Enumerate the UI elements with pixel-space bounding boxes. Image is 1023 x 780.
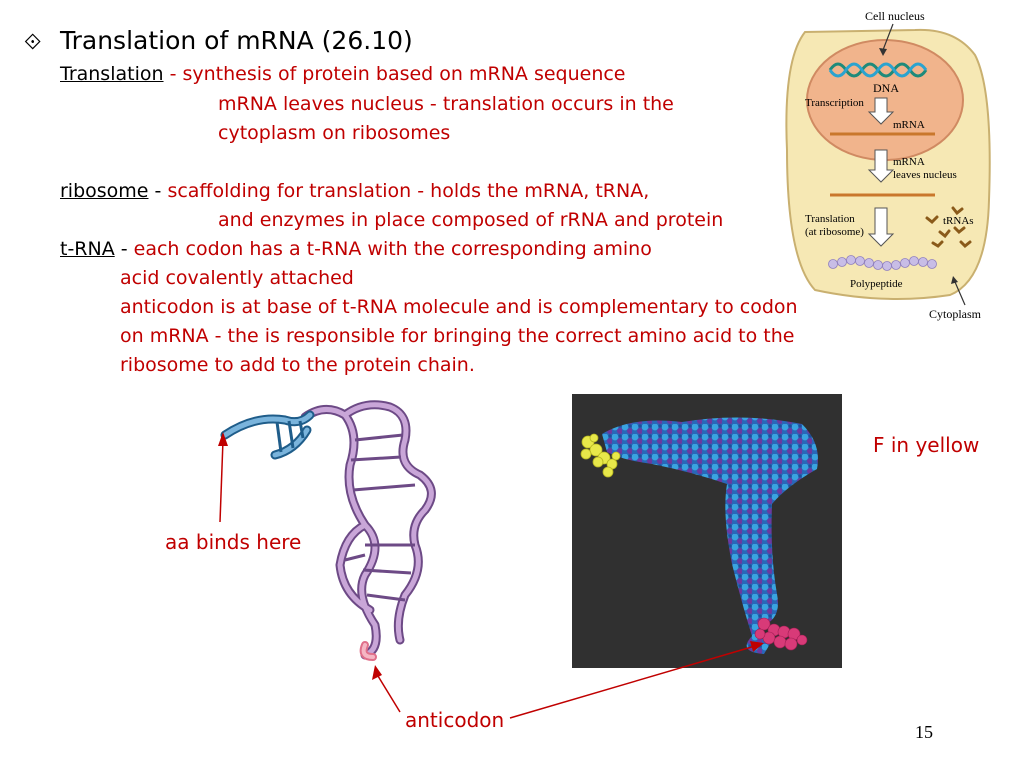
- caption-anticodon: anticodon: [405, 708, 505, 732]
- translation-sep: -: [163, 63, 183, 85]
- trna-sep: -: [114, 238, 134, 260]
- diamond-bullet-icon: ⟐: [24, 30, 42, 55]
- trna-body-blue: [602, 417, 818, 654]
- label-cell-nucleus: Cell nucleus: [865, 9, 925, 23]
- label-translation-2: (at ribosome): [805, 226, 864, 238]
- label-transcription: Transcription: [805, 97, 864, 109]
- trna-rungs: [344, 433, 416, 602]
- trna-def-1: each codon has a t-RNA with the correspo…: [133, 238, 652, 260]
- ribosome-term: ribosome: [60, 180, 149, 202]
- trna-blue-rungs: [275, 420, 305, 453]
- arrowhead-nucleus-icon: [879, 48, 887, 56]
- polypeptide-beads-icon: [828, 255, 937, 271]
- ribosome-line: ribosome - scaffolding for translation -…: [60, 180, 649, 202]
- trna-term: t-RNA: [60, 238, 115, 260]
- label-mrna-leaves-2: leaves nucleus: [893, 169, 957, 181]
- arrow-to-acceptor: [219, 439, 224, 523]
- label-mrna-leaves-1: mRNA: [893, 156, 925, 168]
- trna-def-3: anticodon is at base of t-RNA molecule a…: [120, 296, 798, 318]
- slide-title: Translation of mRNA (26.10): [60, 26, 413, 55]
- caption-aa-binds: aa binds here: [165, 530, 302, 554]
- trna-molecule-image: [580, 417, 818, 654]
- trna-def-2: acid covalently attached: [120, 267, 354, 289]
- label-trnas: tRNAs: [943, 215, 974, 227]
- trna-space-filling-model: [572, 394, 842, 668]
- label-mrna-in: mRNA: [893, 119, 925, 131]
- anticodon-loop-fill: [361, 643, 375, 659]
- arrow-to-anticodon-right: [509, 645, 756, 719]
- trna-line: t-RNA - each codon has a t-RNA with the …: [60, 238, 652, 260]
- cell-diagram: Cell nucleus DNA Transcription mRNA mRNA…: [785, 9, 991, 321]
- ribosome-def-2: and enzymes in place composed of rRNA an…: [218, 209, 724, 231]
- arrow-to-anticodon-left: [377, 675, 401, 713]
- label-translation-1: Translation: [805, 213, 855, 225]
- ribosome-sep: -: [148, 180, 168, 202]
- dna-helix-icon: [828, 62, 928, 78]
- arrowhead-anticodon-left-icon: [372, 665, 382, 680]
- trna-purple-fill: [302, 402, 434, 658]
- trna-acceptor-blue: [220, 410, 315, 460]
- arrow-export-icon: [867, 149, 895, 183]
- trna-marks-icon: [925, 206, 972, 249]
- phenylalanine-yellow: [580, 433, 621, 478]
- arrowhead-cytoplasm-icon: [951, 276, 958, 284]
- anticodon-magenta: [754, 617, 808, 651]
- arrow-transcription-icon: [867, 97, 895, 125]
- arrow-cytoplasm: [954, 281, 966, 306]
- arrowhead-anticodon-right-icon: [750, 641, 764, 652]
- translation-line: Translation - synthesis of protein based…: [60, 63, 626, 85]
- ribosome-def-1: scaffolding for translation - holds the …: [167, 180, 650, 202]
- page-number: 15: [915, 722, 933, 742]
- label-dna: DNA: [873, 81, 899, 95]
- translation-def-3: cytoplasm on ribosomes: [218, 122, 451, 144]
- arrow-nucleus: [882, 23, 894, 51]
- translation-term: Translation: [60, 63, 164, 85]
- label-cytoplasm: Cytoplasm: [929, 307, 982, 321]
- arrow-translation-icon: [867, 207, 895, 247]
- trna-def-5: ribosome to add to the protein chain.: [120, 354, 475, 376]
- trna-ribbon-diagram: [220, 400, 436, 661]
- arrowhead-acceptor-icon: [218, 432, 228, 446]
- translation-def-2: mRNA leaves nucleus - translation occurs…: [218, 93, 674, 115]
- caption-f-in-yellow: F in yellow: [873, 433, 980, 457]
- label-polypeptide: Polypeptide: [850, 278, 903, 290]
- translation-def-1: synthesis of protein based on mRNA seque…: [182, 63, 626, 85]
- trna-def-4: on mRNA - the is responsible for bringin…: [120, 325, 795, 347]
